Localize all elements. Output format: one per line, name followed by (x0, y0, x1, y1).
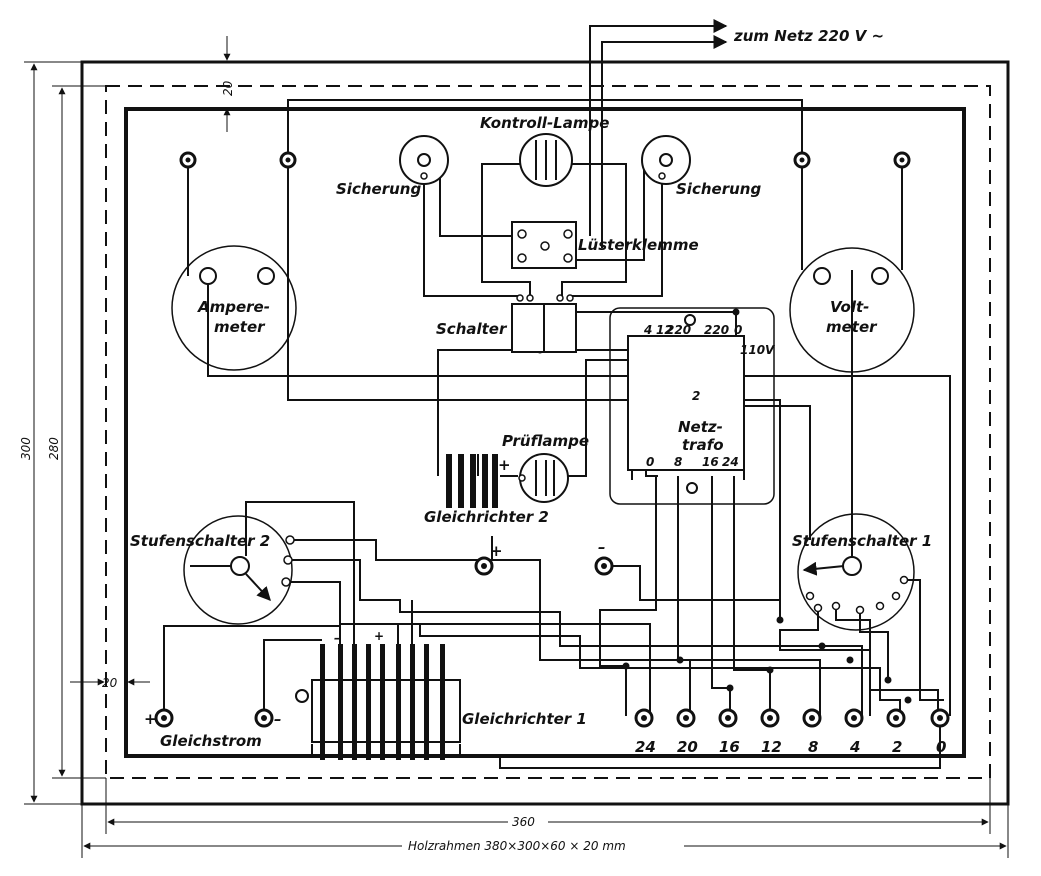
dimension-left-gap: 20 (70, 676, 150, 690)
fuse-right: Sicherung (641, 135, 761, 198)
output-terminal-label: 2 (892, 738, 902, 756)
output-terminal-label: 12 (761, 738, 782, 756)
output-terminal-24: 24 (634, 708, 656, 756)
switch-label: Schalter (436, 320, 508, 338)
outer-frame (80, 60, 1010, 806)
test-lamp: Prüflampe (502, 432, 589, 503)
tap-secondary-0: 0 (646, 455, 654, 469)
step-switch-2: Stufenschalter 2 (130, 515, 295, 625)
ammeter-label-1: Ampere- (197, 298, 270, 316)
dim-left-gap-label: 20 (102, 676, 118, 690)
rectifier-1-minus: – (334, 631, 340, 645)
output-terminal-label: 8 (808, 738, 818, 756)
output-terminal-16: 16 (718, 708, 740, 756)
dimension-inner-height: 280 (47, 85, 106, 779)
tap-110v: 110V (740, 343, 776, 357)
terminal-mid-plus: + (474, 542, 503, 576)
tap-secondary-8: 8 (674, 455, 682, 469)
output-terminal-label: 24 (635, 738, 656, 756)
rectifier-2-plus: + (498, 456, 511, 474)
dimension-frame: Holzrahmen 380×300×60 × 20 mm (81, 804, 1009, 858)
test-lamp-label: Prüflampe (502, 432, 589, 450)
dc-terminals: + – Gleichstrom (144, 708, 282, 750)
rectifier-1-label: Gleichrichter 1 (462, 710, 587, 728)
fuse-right-label: Sicherung (676, 180, 761, 198)
transformer: 4 12 220 220 0 110V 2 Netz- trafo 0 8 16… (609, 307, 776, 505)
tap-primary-0: 0 (734, 323, 742, 337)
dc-plus-label: + (144, 710, 157, 728)
output-terminal-label: 4 (849, 738, 860, 756)
dashed-frame (105, 85, 991, 779)
dc-label: Gleichstrom (160, 732, 262, 750)
terminal-strip: Lüsterklemme (511, 221, 699, 269)
mains-feed: zum Netz 220 V ~ (589, 19, 884, 248)
dim-inner-height-label: 280 (47, 437, 61, 460)
output-terminal-label: 0 (936, 738, 946, 756)
output-terminal-8: 8 (802, 708, 822, 756)
tap-secondary-24: 24 (722, 455, 739, 469)
panel-board (124, 107, 966, 758)
switch: Schalter (436, 294, 577, 353)
output-terminal-4: 4 (844, 708, 864, 756)
step-switch-1: Stufenschalter 1 (792, 513, 932, 631)
tap-primary-12: 12 (656, 323, 673, 337)
dimension-outer-height: 300 (19, 61, 82, 805)
meter-terminals (179, 151, 911, 169)
voltmeter-label-1: Volt- (830, 298, 869, 316)
tap-primary-220a: 220 (666, 323, 691, 337)
dc-minus-label: – (274, 710, 282, 728)
wiring (163, 99, 951, 769)
step-switch-2-label: Stufenschalter 2 (130, 532, 270, 550)
terminal-mid-plus-label: + (490, 542, 503, 560)
mains-label: zum Netz 220 V ~ (733, 27, 884, 45)
ammeter-label-2: meter (214, 318, 266, 336)
fuse-left-label: Sicherung (336, 180, 421, 198)
output-terminal-label: 20 (677, 738, 698, 756)
output-terminal-label: 16 (719, 738, 740, 756)
dim-top-gap-label: 20 (221, 80, 235, 96)
rectifier-2-label: Gleichrichter 2 (424, 508, 549, 526)
transformer-label-1: Netz- (678, 418, 723, 436)
terminal-mid-minus-label: – (598, 538, 606, 556)
dim-inner-width-label: 360 (512, 815, 535, 829)
rectifier-1: – + Gleichrichter 1 (295, 629, 587, 760)
terminal-strip-label: Lüsterklemme (578, 236, 699, 254)
output-terminal-12: 12 (760, 708, 782, 756)
output-terminal-0: 0 (930, 708, 950, 756)
fuse-left: Sicherung (336, 135, 449, 198)
rectifier-2: + Gleichrichter 2 (424, 454, 549, 526)
tap-secondary-16: 16 (702, 455, 719, 469)
dimension-inner-width: 360 (105, 778, 991, 834)
voltmeter-label-2: meter (826, 318, 878, 336)
output-terminal-2: 2 (886, 708, 906, 756)
dim-frame-label: Holzrahmen 380×300×60 × 20 mm (408, 839, 626, 853)
step-switch-1-label: Stufenschalter 1 (792, 532, 932, 550)
pilot-lamp-label: Kontroll-Lampe (480, 114, 609, 132)
tap-primary-4: 4 (643, 323, 652, 337)
ammeter: Ampere- meter (171, 245, 297, 371)
output-terminal-20: 20 (676, 708, 698, 756)
dim-outer-height-label: 300 (19, 437, 33, 460)
rectifier-1-plus: + (374, 629, 384, 643)
voltmeter: Volt- meter (789, 247, 915, 373)
transformer-label-2: trafo (682, 436, 724, 454)
terminal-mid-minus: – (594, 538, 614, 576)
dimension-top-gap: 20 (221, 36, 235, 132)
tap-aux-2: 2 (692, 389, 700, 403)
tap-primary-220b: 220 (704, 323, 729, 337)
pilot-lamp: Kontroll-Lampe (480, 114, 609, 187)
